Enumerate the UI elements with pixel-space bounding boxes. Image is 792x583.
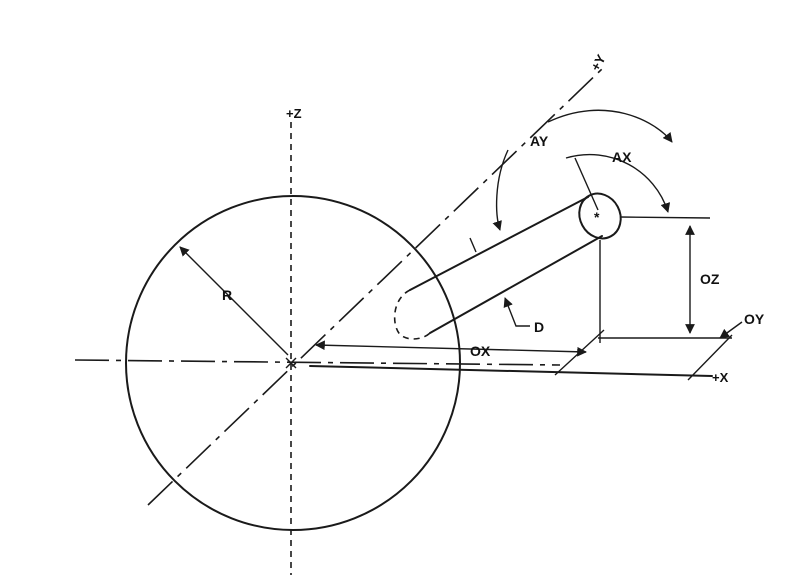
ax-label: AX (612, 149, 632, 165)
x-axis-line (309, 365, 713, 377)
ay-angle-arc (492, 149, 509, 231)
ay-label: AY (530, 133, 549, 149)
cylinder-bottom-edge (429, 235, 603, 334)
radius-line (179, 246, 289, 356)
x-axis-label: +X (712, 370, 729, 385)
ay-upper-arc (547, 109, 673, 143)
cylinder-center-mark: * (594, 209, 600, 225)
oy-label: OY (744, 311, 765, 327)
ax-leader-line (574, 157, 599, 211)
cylinder-top-edge (409, 196, 589, 291)
d-small-tick (469, 237, 477, 253)
z-axis-label: +Z (286, 106, 302, 121)
ox-tick-left (554, 329, 605, 376)
ox-dimension-line (315, 340, 587, 357)
ax-angle-arc (565, 153, 671, 213)
sphere-outline (125, 195, 461, 531)
d-leader-line (503, 297, 530, 327)
cylinder-ref-horizontal (619, 216, 711, 219)
y-axis-label: +Y (588, 52, 609, 74)
ox-label: OX (470, 343, 491, 359)
r-label: R (222, 287, 232, 303)
cylinder-end-cap (578, 192, 622, 240)
d-label: D (534, 319, 544, 335)
oz-label: OZ (700, 271, 720, 287)
oy-dimension-line (719, 321, 743, 339)
center-mark-b (285, 357, 297, 369)
ox-tick-right (687, 334, 733, 381)
cylinder-hidden-cap (393, 289, 431, 340)
horizontal-centerline (74, 359, 561, 366)
